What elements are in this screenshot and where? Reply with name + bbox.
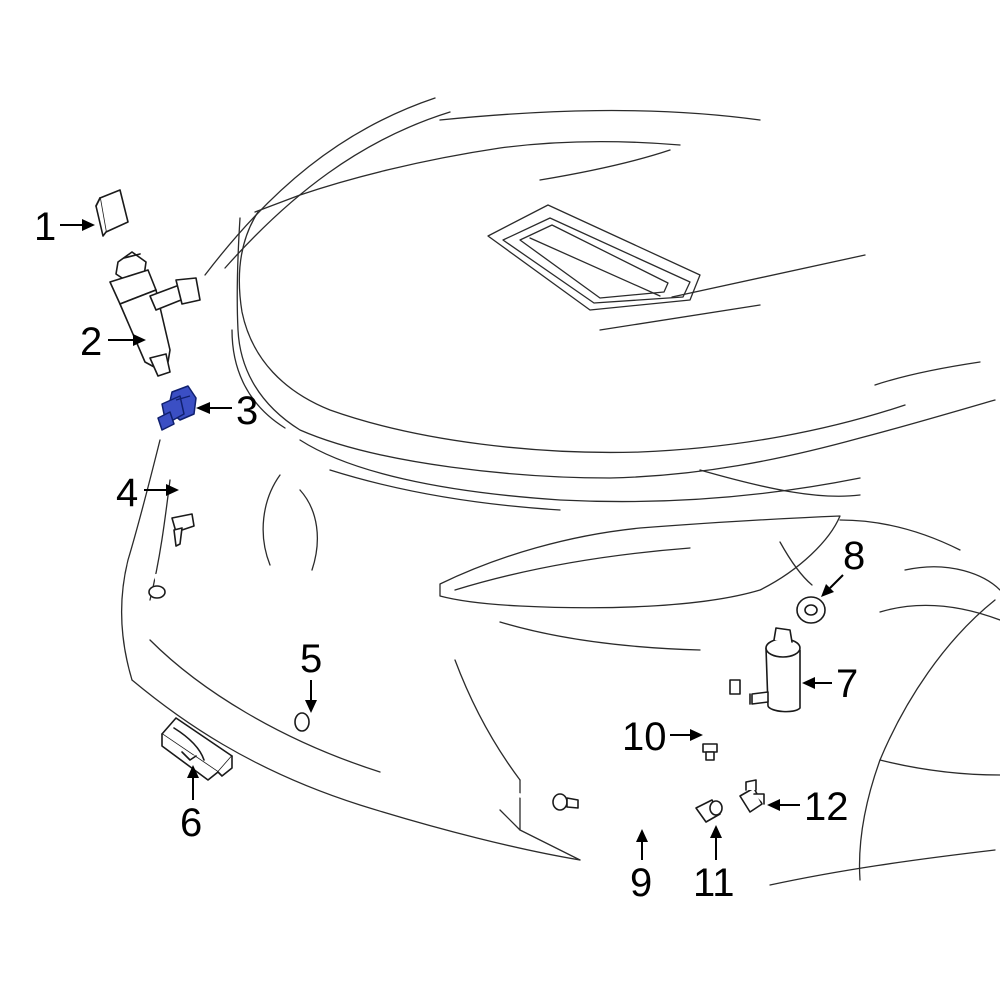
callout-labels: 1 2 3 4 5 6 7 8 9 10 11 12 [34,205,865,905]
callout-12[interactable]: 12 [804,785,849,829]
part-3-highlighted-connector[interactable] [157,385,197,431]
part-6-bracket[interactable] [161,717,233,781]
part-7-washer-pump[interactable] [749,627,801,713]
part-1-washer-cap[interactable] [95,189,129,237]
part-10-elbow-hose[interactable] [702,679,741,761]
callout-arrows [60,219,844,860]
part-9-hose[interactable] [595,804,688,848]
part-4-short-hose[interactable] [171,443,195,547]
callout-1[interactable]: 1 [34,205,56,249]
part-2-washer-nozzle[interactable] [109,251,201,377]
part-8-grommet[interactable] [796,596,826,624]
vehicle-body-outline [120,97,1000,886]
part-5-long-washer-hose[interactable] [148,573,579,811]
callout-3[interactable]: 3 [236,389,258,433]
callout-6[interactable]: 6 [180,801,202,845]
callout-8[interactable]: 8 [843,534,865,578]
part-11-fitting[interactable] [695,799,723,823]
callout-5[interactable]: 5 [300,637,322,681]
callout-7[interactable]: 7 [836,662,858,706]
part-12-elbow-connector[interactable] [739,779,765,813]
callout-10[interactable]: 10 [622,715,667,759]
callout-4[interactable]: 4 [116,471,138,515]
callout-2[interactable]: 2 [80,320,102,364]
callout-9[interactable]: 9 [630,861,652,905]
callout-11[interactable]: 11 [693,861,735,905]
